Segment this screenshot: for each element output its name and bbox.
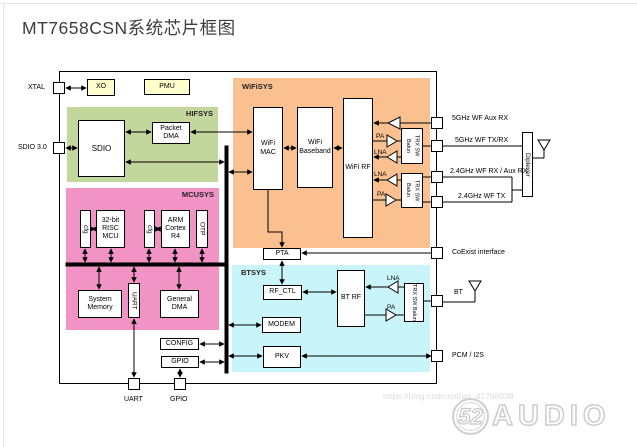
logo-circle: 52 <box>452 398 489 435</box>
bt-pin-label: BT <box>454 289 463 296</box>
block-uart: UART <box>128 283 140 318</box>
52audio-logo: 52 AUDIO <box>450 395 635 440</box>
block-bt-rf: BT RF <box>337 270 365 327</box>
block-gpio: GPIO <box>161 356 199 368</box>
block-arm-cortex-r4: ARM Cortex R4 <box>161 210 190 248</box>
block-trx-sw-balun-24g: TRX SW Balun <box>401 173 423 208</box>
antenna-icon <box>468 280 482 292</box>
lna-label-bt: LNA <box>387 275 400 282</box>
pin-xtal <box>53 82 65 94</box>
block-cfg-arm: cfg <box>144 210 155 248</box>
pin-5g-txrx <box>431 140 443 152</box>
block-wifi-baseband: WiFi Baseband <box>297 107 333 188</box>
pin-24g-rx <box>431 171 443 183</box>
pin-24g-tx <box>431 196 443 208</box>
pin-gpio <box>174 378 186 390</box>
wf24g-tx-label: 2.4GHz WF TX <box>458 193 506 200</box>
antenna-icon <box>537 139 551 151</box>
wf5g-aux-rx-label: 5GHz WF Aux RX <box>452 115 509 122</box>
block-config: CONFIG <box>160 338 199 350</box>
block-general-dma: General DMA <box>160 290 199 318</box>
pa-label-bt: PA <box>387 304 396 311</box>
logo-number: 52 <box>458 403 484 429</box>
btsys-label: BTSYS <box>241 268 267 277</box>
block-xo: XO <box>87 79 115 96</box>
hifsys-label: HIFSYS <box>185 109 213 118</box>
block-otp: OTP <box>196 210 208 248</box>
block-trx-sw-balun-5g: TRX SW Balun <box>401 128 423 164</box>
csdn-watermark: https://blog.csdn.net/qq_42768038 <box>383 391 514 401</box>
block-pmu: PMU <box>144 79 190 95</box>
block-modem: MODEM <box>262 317 301 333</box>
block-sdio: SDIO <box>78 120 125 177</box>
block-pta: PTA <box>263 248 301 260</box>
logo-text: AUDIO <box>491 399 611 433</box>
page-title: MT7658CSN系统芯片框图 <box>22 18 236 38</box>
block-cfg-risc: cfg <box>80 210 91 248</box>
page-left-divider <box>3 3 4 447</box>
block-risc-mcu: 32-bit RISC MCU <box>96 210 125 248</box>
coexist-pin-label: CoExist interface <box>452 249 505 256</box>
pin-coexist <box>431 247 443 259</box>
wf24g-rx-label: 2.4GHz WF RX / Aux RX <box>450 168 528 175</box>
block-pkv: PKV <box>263 346 301 368</box>
block-diplexer: Diplexer <box>522 132 533 197</box>
pcm-i2s-pin-label: PCM / I2S <box>452 352 484 359</box>
gpio-pin-label: GPIO <box>170 396 188 403</box>
lna-label-24g: LNA <box>374 171 387 178</box>
pa-label-5g: PA <box>376 133 385 140</box>
pin-uart <box>128 378 140 390</box>
sdio30-pin-label: SDIO 3.0 <box>18 144 47 151</box>
lna-label-5g: LNA <box>374 149 387 156</box>
block-system-memory: System Memory <box>78 290 122 318</box>
pin-5g-aux-rx <box>431 117 443 129</box>
block-wifi-mac: WiFi MAC <box>253 107 283 190</box>
block-rf-ctl: RF_CTL <box>263 285 302 300</box>
pin-sdio30 <box>53 142 65 154</box>
wifisys-label: WiFiSYS <box>242 82 273 91</box>
pin-bt <box>431 295 443 307</box>
mcusys-label: MCUSYS <box>181 190 214 199</box>
page-top-divider <box>0 3 637 4</box>
pa-label-24g: PA <box>377 191 386 198</box>
xtal-pin-label: XTAL <box>28 84 45 91</box>
wf5g-txrx-label: 5GHz WF TX/RX <box>455 137 509 144</box>
uart-pin-label: UART <box>124 396 143 403</box>
block-trx-sw-balun-bt: TRX SW Balun <box>404 283 424 322</box>
block-wifi-rf: WiFi RF <box>343 98 373 238</box>
pin-pcm-i2s <box>431 350 443 362</box>
block-packet-dma: Packet DMA <box>152 122 190 144</box>
